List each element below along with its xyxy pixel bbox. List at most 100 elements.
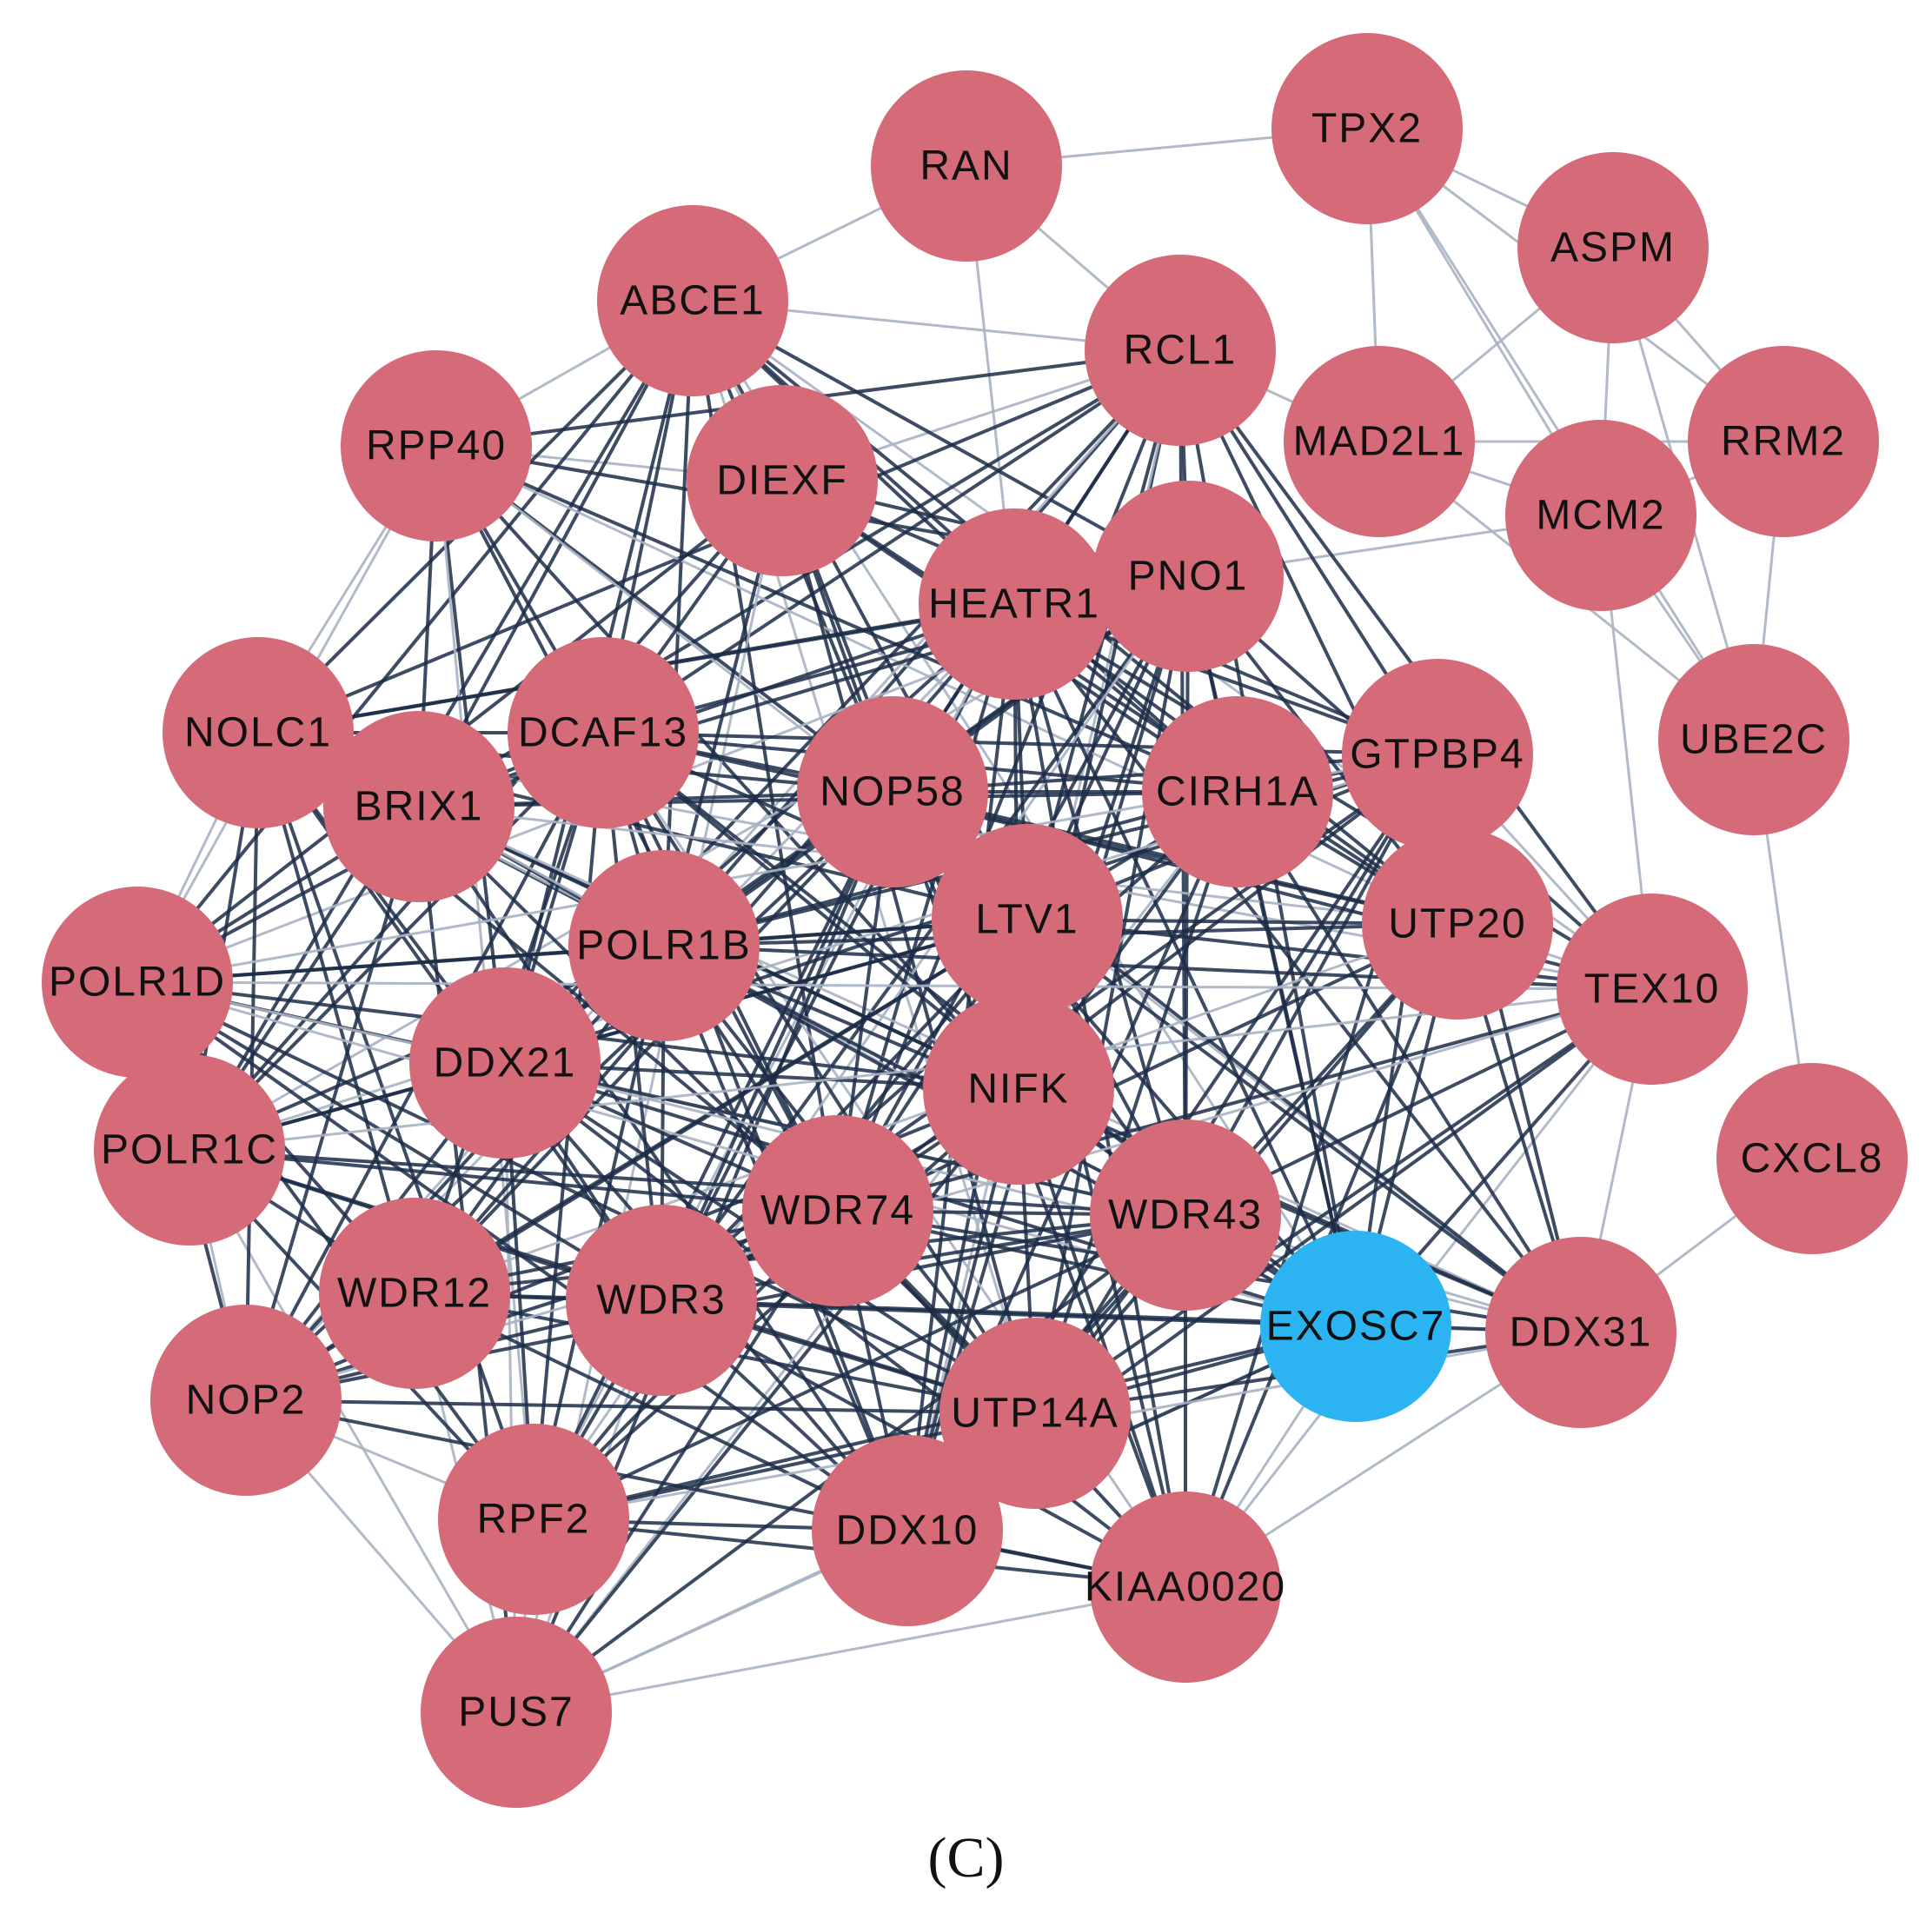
node-circle bbox=[341, 350, 532, 541]
node-utp20: UTP20 bbox=[1362, 828, 1553, 1020]
edge-gtpbp4-utp14a bbox=[1033, 753, 1439, 1415]
node-label: WDR12 bbox=[337, 1271, 492, 1317]
edge-pus7-kiaa0020 bbox=[515, 1585, 1186, 1714]
node-tex10: TEX10 bbox=[1557, 894, 1748, 1085]
node-ltv1: LTV1 bbox=[932, 824, 1123, 1015]
node-circle bbox=[1505, 420, 1696, 611]
node-label: LTV1 bbox=[975, 897, 1079, 943]
node-circle bbox=[1092, 481, 1284, 672]
node-wdr74: WDR74 bbox=[742, 1115, 933, 1306]
node-utp14a: UTP14A bbox=[939, 1318, 1131, 1509]
node-label: RCL1 bbox=[1124, 328, 1238, 374]
node-label: NOP2 bbox=[186, 1378, 307, 1424]
edge-nifk-ddx31 bbox=[1018, 1087, 1582, 1334]
node-circle bbox=[438, 1424, 629, 1615]
node-label: UBE2C bbox=[1680, 717, 1828, 763]
node-label: POLR1C bbox=[101, 1127, 278, 1173]
node-dcaf13: DCAF13 bbox=[508, 637, 699, 828]
edge-abce1-brix1 bbox=[417, 300, 694, 807]
edge-wdr74-nop2 bbox=[245, 1209, 839, 1402]
node-circle bbox=[319, 1198, 510, 1389]
node-label: NIFK bbox=[967, 1066, 1069, 1113]
edge-polr1c-wdr74 bbox=[189, 1148, 839, 1212]
edge-heatr1-wdr74 bbox=[836, 603, 1016, 1212]
node-tpx2: TPX2 bbox=[1271, 33, 1463, 224]
node-circle bbox=[687, 385, 878, 576]
node-circle bbox=[1517, 152, 1709, 343]
node-label: POLR1B bbox=[576, 923, 751, 969]
node-cxcl8: CXCL8 bbox=[1716, 1063, 1908, 1254]
node-label: RPP40 bbox=[366, 423, 507, 469]
node-gtpbp4: GTPBP4 bbox=[1342, 659, 1533, 850]
edge-nop58-wdr12 bbox=[413, 790, 894, 1295]
edge-wdr74-tex10 bbox=[837, 987, 1653, 1212]
node-circle bbox=[42, 887, 233, 1078]
node-diexf: DIEXF bbox=[687, 385, 878, 576]
edge-nolc1-nop2 bbox=[244, 732, 260, 1401]
node-circle bbox=[742, 1115, 933, 1306]
node-ddx21: DDX21 bbox=[409, 967, 601, 1159]
edge-polr1d-wdr3 bbox=[136, 980, 663, 1302]
node-heatr1: HEATR1 bbox=[919, 508, 1110, 700]
edge-heatr1-ddx31 bbox=[1012, 602, 1583, 1334]
node-mcm2: MCM2 bbox=[1505, 420, 1696, 611]
node-label: EXOSC7 bbox=[1266, 1304, 1446, 1350]
edge-polr1c-wdr43 bbox=[189, 1148, 1186, 1217]
node-circle bbox=[150, 1305, 342, 1496]
node-nop58: NOP58 bbox=[797, 696, 988, 887]
node-circle bbox=[871, 70, 1062, 262]
node-label: GTPBP4 bbox=[1350, 732, 1524, 778]
node-pno1: PNO1 bbox=[1092, 481, 1284, 672]
node-circle bbox=[409, 967, 601, 1159]
node-label: UTP14A bbox=[951, 1391, 1119, 1437]
node-kiaa0020: KIAA0020 bbox=[1085, 1491, 1286, 1683]
node-circle bbox=[812, 1435, 1003, 1626]
node-rrm2: RRM2 bbox=[1688, 346, 1879, 537]
node-label: WDR74 bbox=[760, 1188, 915, 1234]
node-circle bbox=[163, 637, 354, 828]
node-circle bbox=[566, 1205, 757, 1396]
node-polr1c: POLR1C bbox=[94, 1054, 285, 1246]
node-circle bbox=[508, 637, 699, 828]
node-circle bbox=[1342, 659, 1533, 850]
node-label: TPX2 bbox=[1311, 106, 1423, 152]
node-label: POLR1D bbox=[49, 960, 226, 1006]
node-label: TEX10 bbox=[1584, 967, 1721, 1013]
edge-wdr43-rpf2 bbox=[533, 1213, 1186, 1521]
node-nifk: NIFK bbox=[923, 993, 1114, 1185]
edge-pus7-polr1c bbox=[188, 1149, 518, 1713]
node-label: DIEXF bbox=[716, 458, 847, 504]
node-pus7: PUS7 bbox=[421, 1617, 612, 1808]
node-wdr12: WDR12 bbox=[319, 1198, 510, 1389]
node-label: DDX10 bbox=[836, 1508, 979, 1554]
node-wdr3: WDR3 bbox=[566, 1205, 757, 1396]
node-circle bbox=[1557, 894, 1748, 1085]
node-rpf2: RPF2 bbox=[438, 1424, 629, 1615]
node-circle bbox=[1658, 644, 1849, 835]
edge-polr1d-utp14a bbox=[136, 980, 1036, 1415]
node-circle bbox=[1688, 346, 1879, 537]
node-label: DDX21 bbox=[434, 1040, 577, 1086]
node-ddx31: DDX31 bbox=[1485, 1237, 1676, 1428]
node-nop2: NOP2 bbox=[150, 1305, 342, 1496]
node-rcl1: RCL1 bbox=[1085, 255, 1276, 446]
node-label: UTP20 bbox=[1388, 901, 1526, 947]
node-circle bbox=[1090, 1491, 1281, 1683]
node-circle bbox=[1362, 828, 1553, 1020]
node-brix1: BRIX1 bbox=[323, 711, 515, 902]
node-label: DDX31 bbox=[1510, 1310, 1653, 1356]
node-label: CIRH1A bbox=[1156, 769, 1319, 815]
node-label: KIAA0020 bbox=[1085, 1565, 1286, 1611]
node-ddx10: DDX10 bbox=[812, 1435, 1003, 1626]
node-ube2c: UBE2C bbox=[1658, 644, 1849, 835]
edge-cirh1a-utp14a bbox=[1033, 791, 1239, 1414]
node-cirh1a: CIRH1A bbox=[1142, 696, 1333, 887]
node-circle bbox=[797, 696, 988, 887]
node-label: MAD2L1 bbox=[1293, 419, 1466, 465]
node-nolc1: NOLC1 bbox=[163, 637, 354, 828]
node-rpp40: RPP40 bbox=[341, 350, 532, 541]
node-label: RRM2 bbox=[1721, 419, 1846, 465]
node-circle bbox=[1090, 1119, 1281, 1311]
node-circle bbox=[939, 1318, 1131, 1509]
